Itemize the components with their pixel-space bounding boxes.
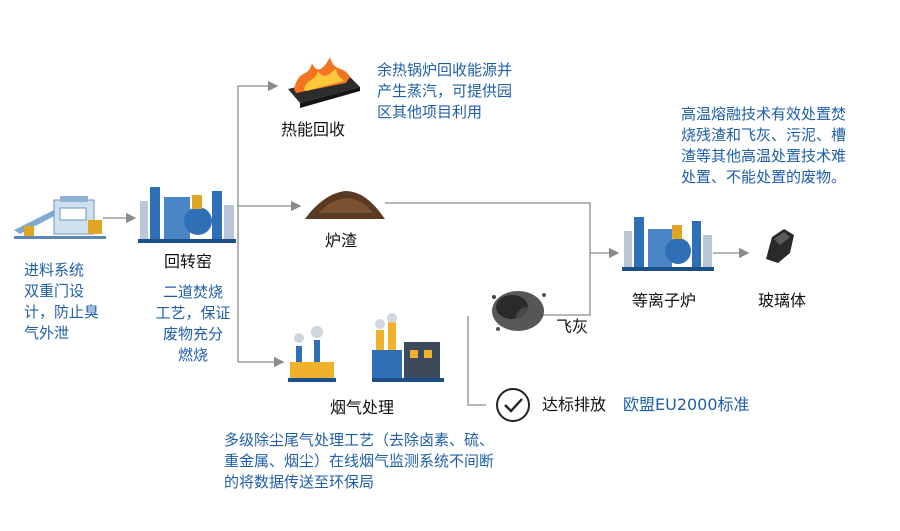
line-ash-to-plasma — [540, 253, 591, 316]
plasma-furnace-icon — [622, 217, 714, 271]
flame-icon — [288, 57, 360, 108]
plasma-furnace-label: 等离子炉 — [632, 291, 697, 310]
glass-rock-icon — [766, 229, 794, 263]
feed-system-icon — [14, 196, 106, 239]
slag-label: 炉渣 — [325, 231, 358, 250]
heat-note: 余热锅炉回收能源并 产生蒸汽，可提供园 区其他项目利用 — [377, 61, 513, 121]
discharge-label: 达标排放 — [542, 395, 607, 414]
check-circle-icon — [496, 388, 530, 422]
flue-note: 多级除尘尾气处理工艺（去除卤素、硫、 重金属、烟尘）在线烟气监测系统不间断 的将… — [224, 431, 495, 491]
standard-label: 欧盟EU2000标准 — [623, 395, 750, 414]
heat-recovery-label: 热能回收 — [281, 120, 346, 139]
vitrified-label: 玻璃体 — [758, 291, 807, 310]
kiln-note: 二道焚烧 工艺，保证 废物充分 燃烧 — [155, 283, 231, 364]
rotary-kiln-label: 回转窑 — [164, 252, 213, 271]
fly-ash-label: 飞灰 — [556, 317, 589, 336]
arrow-to-heat — [237, 80, 279, 362]
flue-gas-plant-icon — [288, 313, 444, 382]
line-slag-to-plasma — [385, 202, 591, 253]
rotary-kiln-icon — [138, 187, 236, 243]
line-flue-to-ash-discharge — [467, 316, 486, 406]
slag-pile-icon — [305, 191, 385, 219]
feed-note: 进料系统 双重门设 计，防止臭 气外泄 — [24, 261, 100, 342]
plasma-note: 高温熔融技术有效处置焚 烧残渣和飞灰、污泥、槽 渣等其他高温处置技术难 处置、不… — [681, 105, 847, 186]
fly-ash-icon — [492, 291, 546, 331]
flue-gas-label: 烟气处理 — [330, 398, 395, 417]
